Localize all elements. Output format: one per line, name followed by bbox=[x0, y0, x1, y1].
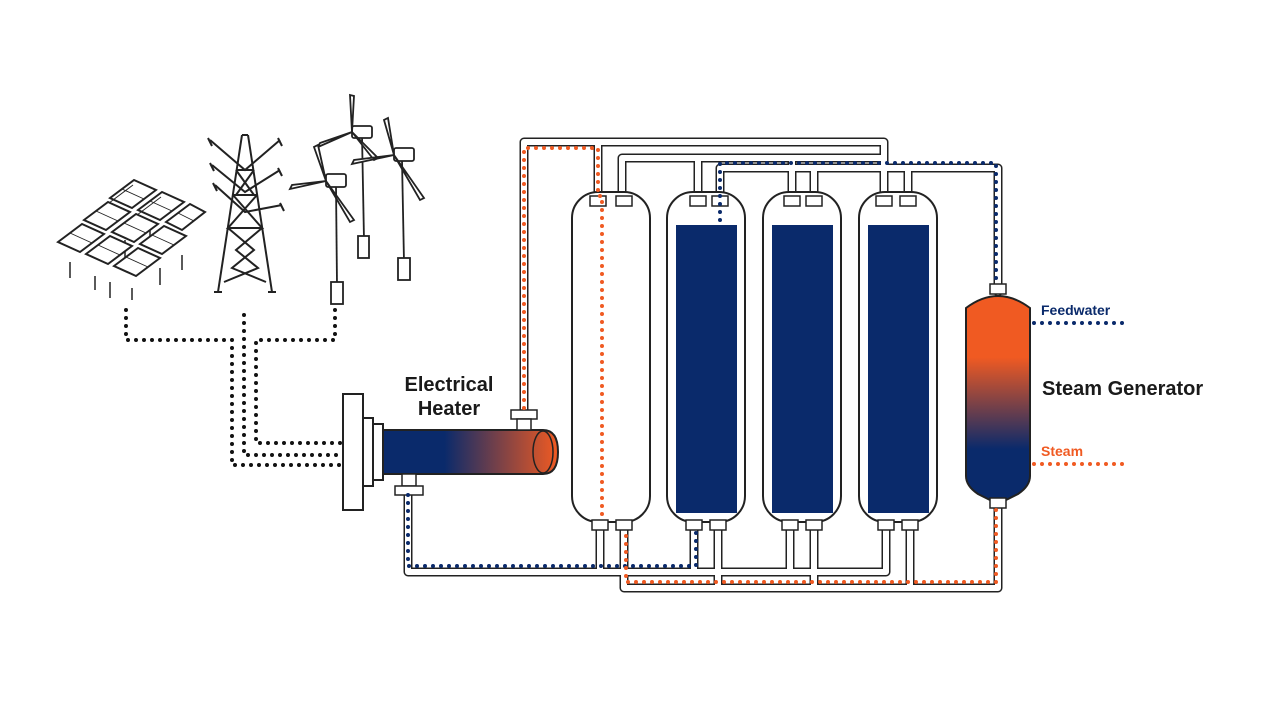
wind-turbine-icon bbox=[288, 93, 426, 305]
heater-label-line1: Electrical bbox=[405, 374, 494, 396]
storage-tank-2 bbox=[666, 191, 746, 531]
heater-label-line2: Heater bbox=[418, 398, 480, 420]
storage-tank-3 bbox=[762, 191, 842, 531]
feedwater-label: Feedwater bbox=[1041, 302, 1111, 318]
power-cable bbox=[124, 308, 350, 467]
flow-lines bbox=[406, 146, 1126, 584]
steam-generator bbox=[965, 283, 1031, 509]
steam-label: Steam bbox=[1041, 443, 1083, 459]
steam-generator-label: Steam Generator bbox=[1042, 378, 1203, 400]
storage-tank-4 bbox=[858, 191, 938, 531]
solar-panel-array-icon bbox=[56, 178, 207, 300]
electrical-heater bbox=[342, 393, 560, 511]
storage-tank-1 bbox=[571, 191, 651, 531]
transmission-tower-icon bbox=[207, 134, 285, 293]
